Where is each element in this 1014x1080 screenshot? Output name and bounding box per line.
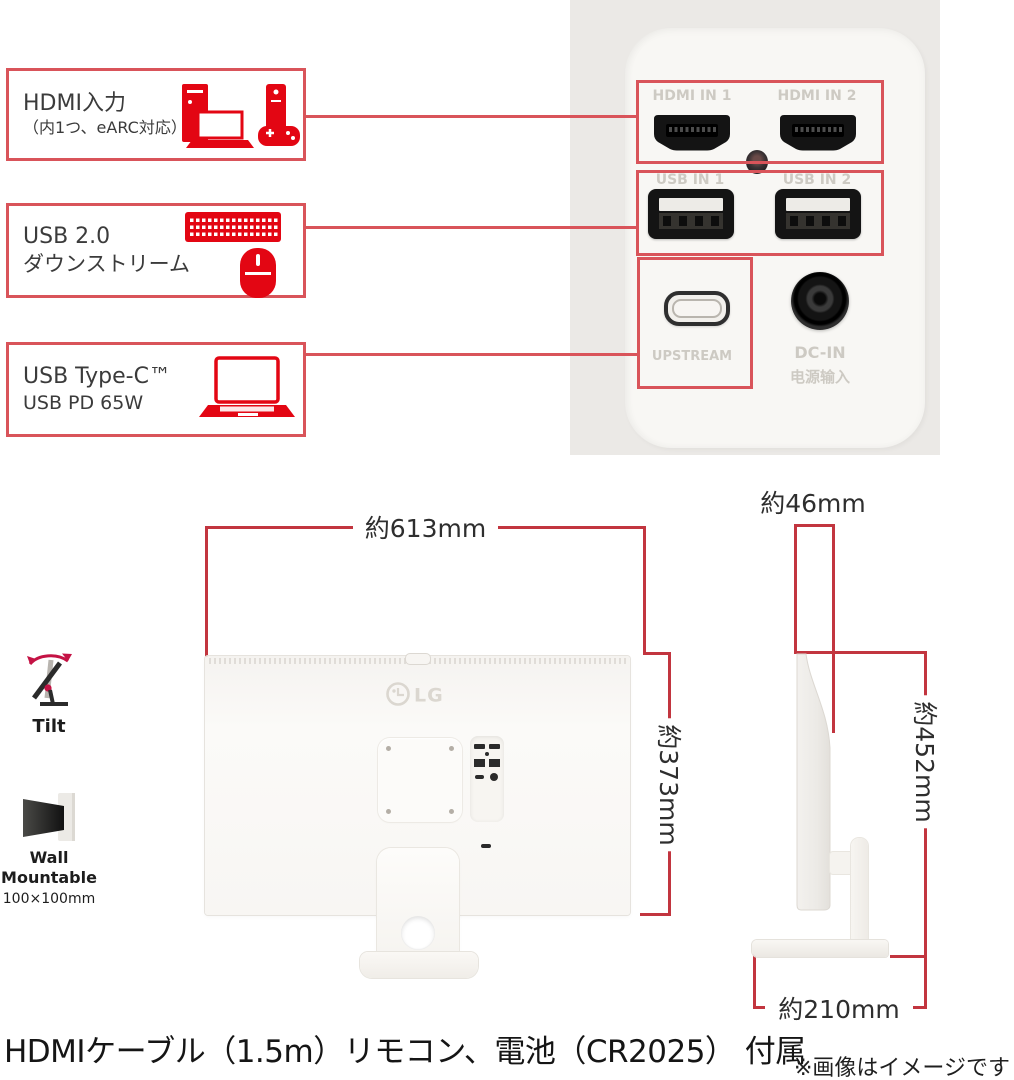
dim-panel-height-tick — [640, 913, 671, 916]
monitor-side-view — [796, 653, 831, 911]
mini-hdmi-2 — [489, 744, 500, 749]
stand-hinge-side — [830, 852, 855, 874]
leader-line-usb — [306, 226, 636, 229]
hdmi-port-2 — [780, 115, 856, 151]
callout-usb-subtitle: ダウンストリーム — [23, 251, 190, 276]
usb-tongue — [786, 198, 850, 211]
mini-usb-1 — [474, 759, 485, 767]
dim-depth-line — [794, 524, 835, 527]
dim-depth-tick-left — [794, 524, 797, 653]
cable-hole — [401, 916, 435, 950]
wall-mount-icon — [23, 793, 75, 841]
mini-usbc — [475, 775, 484, 779]
usb2-embossed-label: USB IN 2 — [782, 172, 852, 188]
callout-usbc-title: USB Type-C™ — [23, 364, 171, 390]
dc-embossed-label: DC-IN — [794, 343, 846, 362]
rear-port-photo — [570, 0, 940, 455]
image-disclaimer-note: ※画像はイメージです — [794, 1056, 1010, 1080]
callout-hdmi: HDMI入力 （内1つ、eARC対応） — [6, 68, 306, 161]
tilt-icon — [27, 653, 72, 706]
leader-line-hdmi — [306, 115, 636, 118]
hdmi2-embossed-label: HDMI IN 2 — [777, 88, 857, 104]
callout-hdmi-subtitle: （内1つ、eARC対応） — [23, 117, 187, 137]
hdmi-highlight-box — [636, 80, 884, 164]
callout-hdmi-title: HDMI入力 — [23, 91, 126, 117]
dim-width-tick-left — [205, 526, 208, 657]
keyboard-and-mouse-icon — [185, 212, 281, 298]
usb-tongue — [659, 198, 723, 211]
dim-base-label: 約210mm — [765, 990, 913, 1026]
vesa-mount-plate — [378, 738, 462, 822]
dim-depth-label: 約46mm — [760, 489, 866, 518]
dim-panel-height-label: 約373mm — [650, 718, 690, 852]
usb1-embossed-label: USB IN 1 — [655, 172, 725, 188]
dim-height-top-tick — [794, 651, 927, 654]
usb-pins — [786, 213, 850, 229]
desktop-and-console-icon — [182, 84, 300, 148]
stand-base-side — [752, 940, 888, 957]
stand-base-back — [360, 952, 478, 978]
svg-text:LG: LG — [414, 685, 444, 707]
dc-embossed-sublabel: 电源输入 — [789, 368, 851, 386]
usb-a-port-1 — [648, 189, 734, 239]
power-button — [481, 844, 491, 848]
dim-height-bottom-tick — [890, 955, 927, 958]
port-recess — [470, 736, 504, 822]
dim-base-tick-left — [753, 954, 756, 1009]
callout-usbc-subtitle: USB PD 65W — [23, 391, 144, 414]
vesa-size-label: 100×100mm — [2, 891, 96, 907]
mini-usb-2 — [489, 759, 500, 767]
stand-arm-side — [851, 838, 868, 953]
dim-width-tick-right — [643, 526, 646, 655]
usb-highlight-box — [636, 170, 884, 256]
hdmi1-embossed-label: HDMI IN 1 — [652, 88, 732, 104]
usbc-highlight-box — [637, 257, 753, 389]
mini-hdmi-1 — [474, 744, 485, 749]
callout-usb-title: USB 2.0 — [23, 224, 111, 250]
dim-height-label: 約452mm — [906, 695, 946, 829]
dim-jog-line — [643, 652, 671, 655]
dc-in-port — [791, 272, 849, 330]
tilt-label: Tilt — [32, 716, 66, 737]
dim-depth-tick-right — [832, 524, 835, 733]
usb-a-port-2 — [775, 189, 861, 239]
dim-width-label: 約613mm — [353, 509, 498, 545]
hdmi-port-1 — [654, 115, 730, 151]
top-notch — [405, 653, 431, 665]
usb-pins — [659, 213, 723, 229]
mini-dc — [490, 773, 498, 781]
laptop-icon — [199, 356, 295, 417]
wall-mount-label-2: Mountable — [1, 868, 97, 887]
wall-mount-label-1: Wall — [29, 848, 69, 867]
lg-logo: LG — [386, 682, 444, 707]
leader-line-usbc — [306, 353, 637, 356]
dim-height-line — [924, 651, 927, 1008]
included-accessories-text: HDMIケーブル（1.5m）リモコン、電池（CR2025） 付属 — [4, 1034, 806, 1070]
usb-c-port — [664, 291, 730, 326]
stand-column-back — [377, 848, 459, 970]
usbc-embossed-label: UPSTREAM — [651, 349, 733, 364]
mini-screw — [485, 752, 489, 756]
